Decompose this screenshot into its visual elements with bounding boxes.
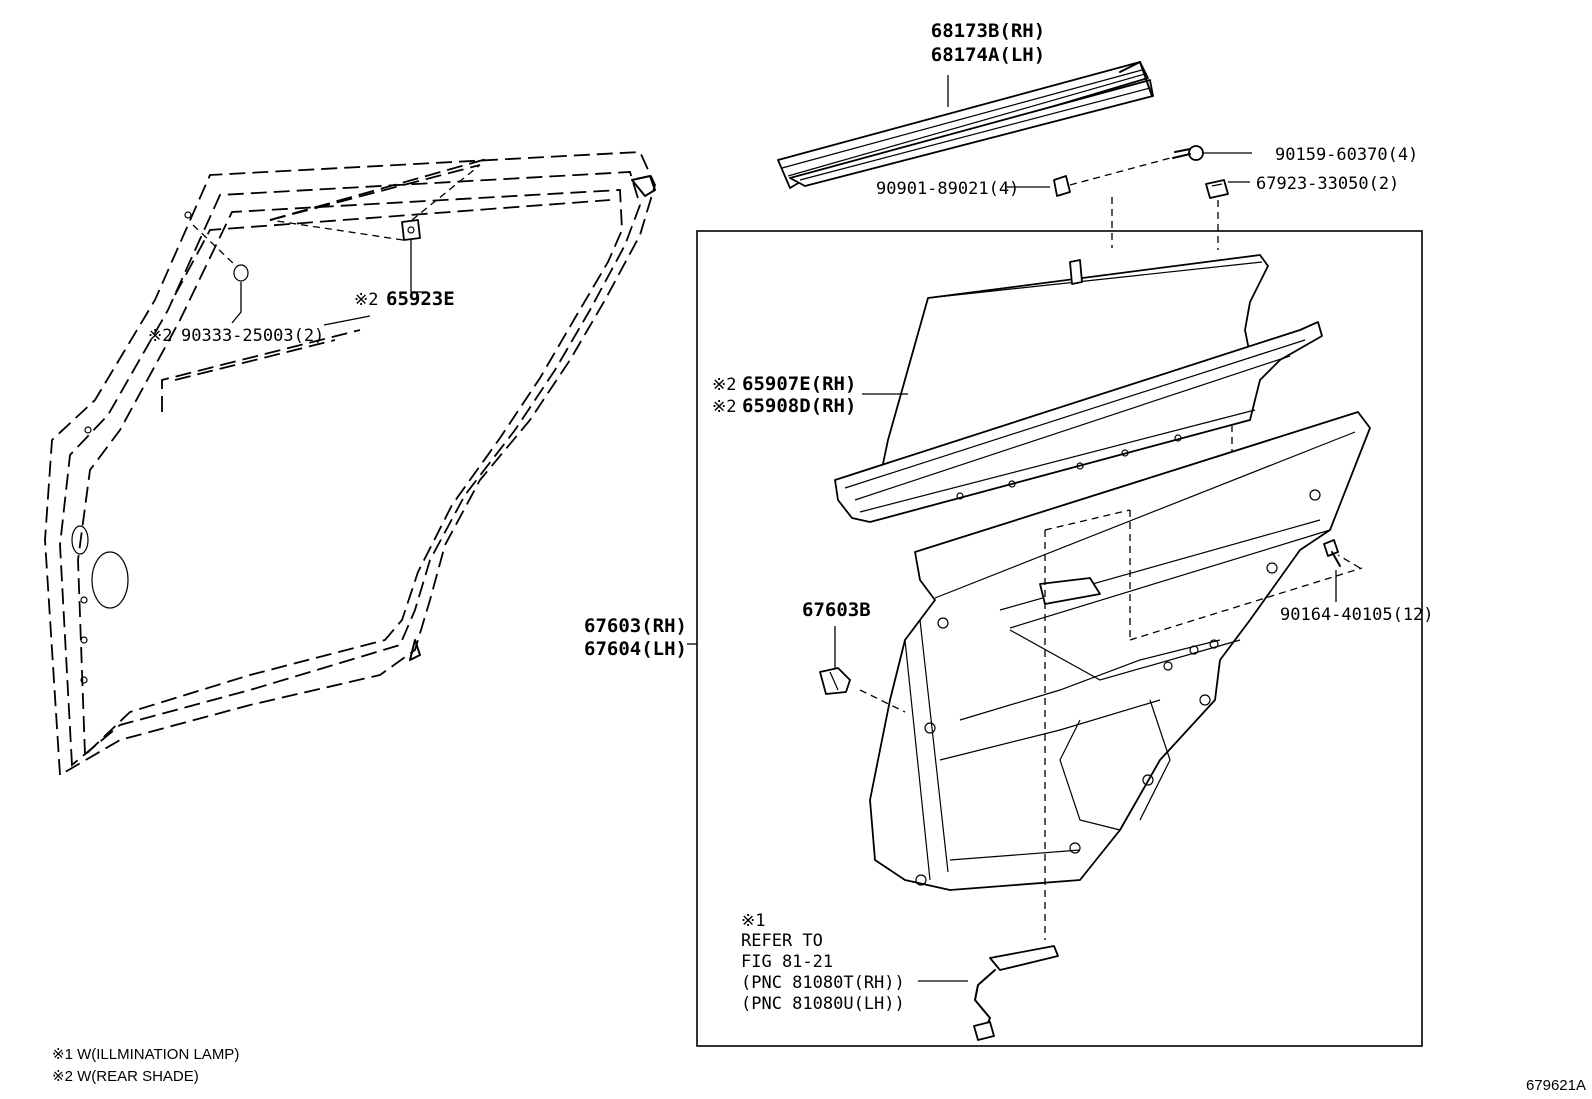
parts-box bbox=[696, 230, 1423, 1047]
grommet-icon bbox=[233, 264, 249, 282]
label-clip-side: 90164-40105(12) bbox=[1280, 605, 1434, 625]
label-nut: 90901-89021(4) bbox=[876, 179, 1019, 199]
screw-icon bbox=[1172, 145, 1204, 161]
legend-note2: ※2 W(REAR SHADE) bbox=[52, 1068, 199, 1085]
legend-note1: ※1 W(ILLMINATION LAMP) bbox=[52, 1046, 239, 1063]
label-screw: 90159-60370(4) bbox=[1275, 145, 1418, 165]
label-reference-line3: (PNC 81080T(RH)) bbox=[741, 973, 905, 993]
label-clip-upper: 67923-33050(2) bbox=[1256, 174, 1399, 194]
label-reference-line1: REFER TO bbox=[741, 931, 823, 951]
label-rear-shade-lh: 65908D(RH) bbox=[742, 395, 856, 417]
door-body-outline bbox=[44, 151, 656, 777]
rear-shade-icon bbox=[834, 254, 1323, 523]
clip-upper-icon bbox=[1205, 179, 1229, 199]
door-trim-panel-icon bbox=[869, 411, 1371, 891]
nut-icon bbox=[1053, 175, 1071, 197]
label-trim-panel-lh: 67604(LH) bbox=[584, 638, 687, 660]
label-clip-lower: 67603B bbox=[802, 599, 871, 621]
bracket-icon bbox=[401, 219, 421, 241]
label-note2-mark-shade-rh: ※2 bbox=[712, 375, 736, 395]
label-note1-mark: ※1 bbox=[741, 911, 765, 931]
label-note2-mark-shade-lh: ※2 bbox=[712, 397, 736, 417]
label-reference-line2: FIG 81-21 bbox=[741, 952, 833, 972]
diagram-id: 679621A bbox=[1526, 1077, 1586, 1094]
clip-lower-icon bbox=[819, 667, 851, 695]
label-weatherstrip-lh: 68174A(LH) bbox=[931, 44, 1045, 66]
label-bracket: 65923E bbox=[386, 288, 455, 310]
lamp-harness-icon bbox=[973, 945, 1059, 1041]
weatherstrip-icon bbox=[777, 61, 1154, 189]
clip-side-icon bbox=[1323, 539, 1341, 567]
label-reference-line4: (PNC 81080U(LH)) bbox=[741, 994, 905, 1014]
label-trim-panel-rh: 67603(RH) bbox=[584, 615, 687, 637]
label-weatherstrip-rh: 68173B(RH) bbox=[931, 20, 1045, 42]
label-rear-shade-rh: 65907E(RH) bbox=[742, 373, 856, 395]
label-note2-mark-bracket: ※2 bbox=[354, 290, 378, 310]
label-note2-mark-grommet: ※2 bbox=[148, 326, 172, 346]
label-grommet: 90333-25003(2) bbox=[181, 326, 324, 346]
